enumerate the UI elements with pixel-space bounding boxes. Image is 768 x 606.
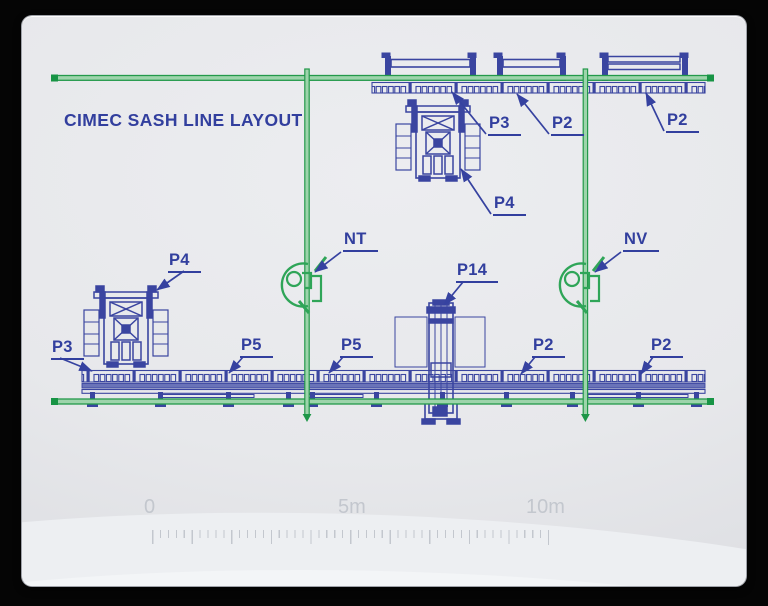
scale-label-10m: 10m [526, 496, 565, 518]
scale-bar: 0 5m 10m [144, 496, 565, 545]
operator-nv-icon [558, 255, 606, 315]
top-conveyor-line [371, 52, 706, 94]
callout-arrows [59, 91, 665, 375]
station-label-nv: NV [623, 231, 659, 252]
station-label-p5-right: P5 [340, 337, 373, 358]
station-label-p2-top-mid: P2 [551, 115, 584, 136]
station-label-p3-bottom: P3 [51, 339, 84, 360]
scale-label-5m: 5m [338, 496, 366, 518]
station-label-p2-top-right: P2 [666, 112, 699, 133]
machine-p4-left [83, 285, 169, 368]
station-label-p14: P14 [456, 262, 499, 283]
drawing-panel [22, 16, 746, 586]
station-label-p3-top: P3 [488, 115, 521, 136]
scale-label-0: 0 [144, 496, 156, 518]
machine-p14 [394, 299, 486, 425]
station-label-p2-bottom-right: P2 [650, 337, 683, 358]
station-label-p5-left: P5 [240, 337, 273, 358]
layout-lines [51, 68, 714, 422]
station-label-p2-bottom-mid: P2 [532, 337, 565, 358]
station-label-p4-top: P4 [493, 195, 526, 216]
bottom-conveyor-line [81, 369, 706, 407]
station-label-p4-left: P4 [168, 252, 201, 273]
station-label-nt: NT [343, 231, 378, 252]
operator-nt-icon [280, 255, 328, 315]
drawing-title: CIMEC SASH LINE LAYOUT [64, 110, 303, 130]
